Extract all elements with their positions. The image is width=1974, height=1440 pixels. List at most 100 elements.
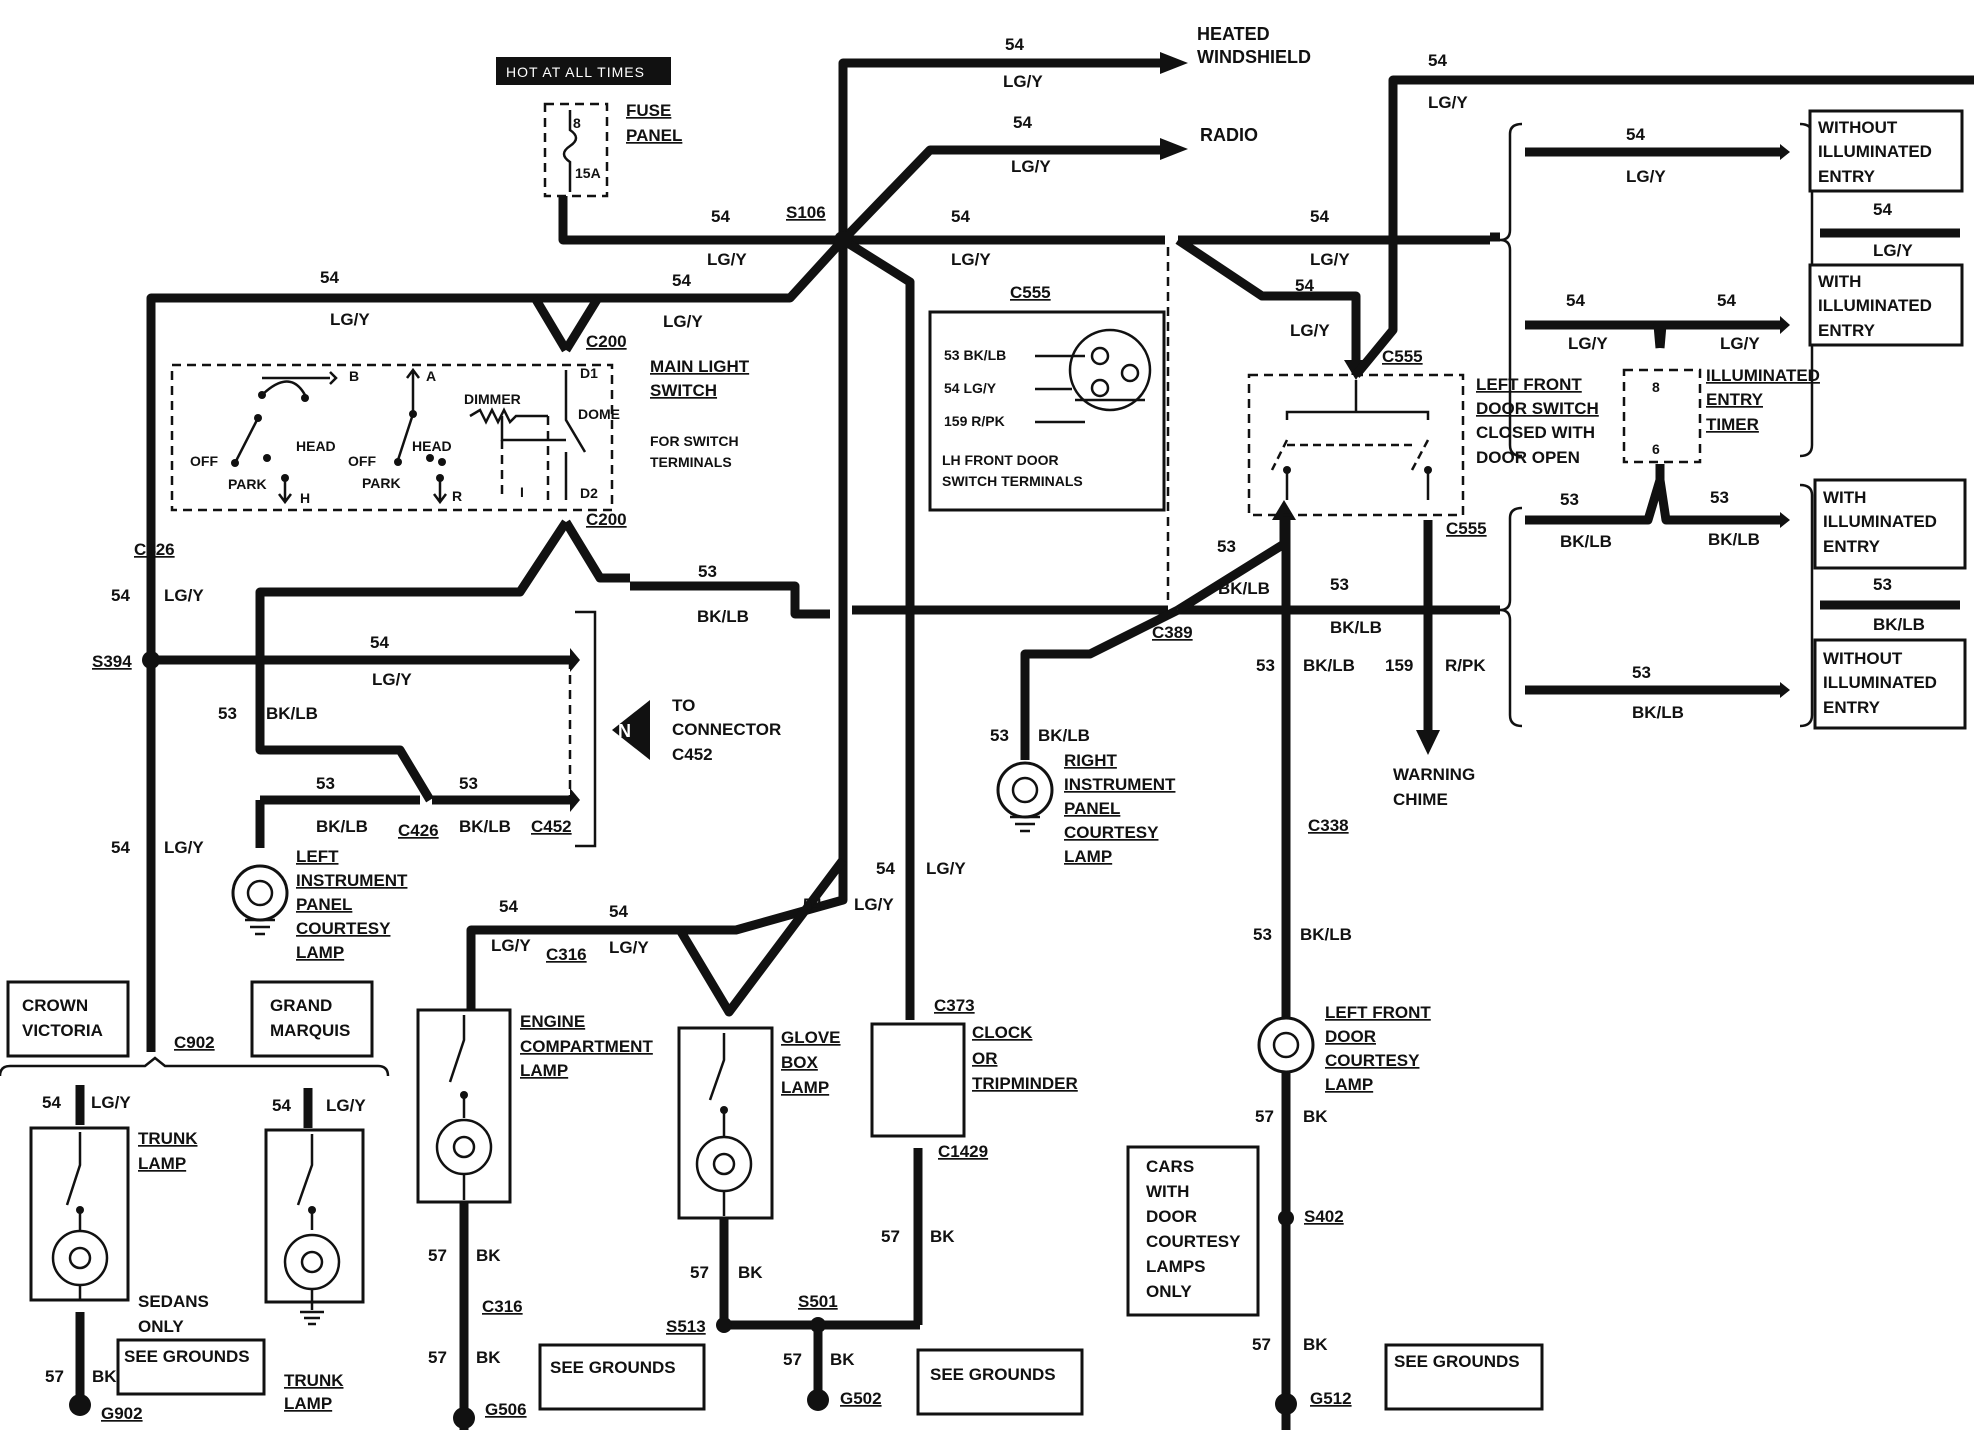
- svg-text:BK/LB: BK/LB: [1218, 579, 1270, 598]
- svg-text:BK: BK: [830, 1350, 855, 1369]
- main-light-switch: B OFF HEAD PARK H A OFF HEAD PARK R DIMM…: [170, 295, 630, 803]
- svg-text:54: 54: [1428, 51, 1447, 70]
- svg-text:54: 54: [111, 586, 130, 605]
- svg-text:57: 57: [881, 1227, 900, 1246]
- svg-text:LH FRONT DOOR: LH FRONT DOOR: [942, 452, 1059, 468]
- svg-text:57: 57: [428, 1348, 447, 1367]
- svg-text:LAMP: LAMP: [284, 1394, 332, 1413]
- svg-text:LG/Y: LG/Y: [330, 310, 370, 329]
- svg-text:N: N: [618, 721, 631, 741]
- glove-box-lamp: GLOVE BOX LAMP: [677, 1026, 920, 1330]
- svg-text:53: 53: [1710, 488, 1729, 507]
- svg-text:TRUNK: TRUNK: [284, 1371, 344, 1390]
- svg-text:S402: S402: [1304, 1207, 1344, 1226]
- ground-g502: S501 S513 57 BK G502: [666, 1292, 882, 1411]
- svg-text:BK/LB: BK/LB: [1303, 656, 1355, 675]
- svg-text:57: 57: [783, 1350, 802, 1369]
- svg-text:PANEL: PANEL: [626, 126, 682, 145]
- svg-text:C200: C200: [586, 332, 627, 351]
- svg-text:6: 6: [1652, 441, 1660, 457]
- svg-text:54: 54: [876, 859, 895, 878]
- svg-text:COURTESY: COURTESY: [296, 919, 391, 938]
- svg-text:OFF: OFF: [348, 453, 376, 469]
- svg-text:54: 54: [1717, 291, 1736, 310]
- svg-text:BK/LB: BK/LB: [316, 817, 368, 836]
- svg-text:C316: C316: [546, 945, 587, 964]
- svg-text:ONLY: ONLY: [138, 1317, 184, 1336]
- svg-text:I: I: [520, 484, 524, 500]
- svg-text:SWITCH TERMINALS: SWITCH TERMINALS: [942, 473, 1083, 489]
- svg-text:LG/Y: LG/Y: [1720, 334, 1760, 353]
- svg-text:CONNECTOR: CONNECTOR: [672, 720, 781, 739]
- svg-text:54: 54: [499, 897, 518, 916]
- svg-text:53: 53: [990, 726, 1009, 745]
- svg-text:HEAD: HEAD: [296, 438, 336, 454]
- svg-text:OFF: OFF: [190, 453, 218, 469]
- svg-text:LG/Y: LG/Y: [491, 936, 531, 955]
- svg-text:54: 54: [1005, 35, 1024, 54]
- svg-text:COURTESY: COURTESY: [1325, 1051, 1420, 1070]
- svg-text:DOOR: DOOR: [1325, 1027, 1376, 1046]
- svg-text:BK/LB: BK/LB: [697, 607, 749, 626]
- svg-text:15A: 15A: [575, 165, 601, 181]
- svg-text:LG/Y: LG/Y: [326, 1096, 366, 1115]
- svg-text:C316: C316: [482, 1297, 523, 1316]
- svg-text:BK: BK: [1303, 1107, 1328, 1126]
- svg-text:C389: C389: [1152, 623, 1193, 642]
- svg-text:VICTORIA: VICTORIA: [22, 1021, 103, 1040]
- svg-text:CLOCK: CLOCK: [972, 1023, 1033, 1042]
- svg-text:LAMP: LAMP: [781, 1078, 829, 1097]
- svg-text:159 R/PK: 159 R/PK: [944, 413, 1005, 429]
- hot-at-all-times-banner: HOT AT ALL TIMES: [496, 57, 671, 85]
- svg-text:BK: BK: [930, 1227, 955, 1246]
- svg-text:WITHOUT: WITHOUT: [1818, 118, 1898, 137]
- svg-text:PARK: PARK: [362, 475, 401, 491]
- svg-text:DOME: DOME: [578, 406, 620, 422]
- svg-text:INSTRUMENT: INSTRUMENT: [1064, 775, 1176, 794]
- svg-text:54: 54: [111, 838, 130, 857]
- splice-s106: S106: [786, 203, 826, 222]
- circuit-54-feed: [142, 52, 1974, 1052]
- engine-compartment-lamp: ENGINE COMPARTMENT LAMP: [416, 1008, 653, 1430]
- svg-text:C426: C426: [398, 821, 439, 840]
- svg-text:D1: D1: [580, 365, 598, 381]
- svg-text:C902: C902: [174, 1033, 215, 1052]
- svg-text:PANEL: PANEL: [1064, 799, 1120, 818]
- svg-text:BK: BK: [476, 1246, 501, 1265]
- svg-text:LG/Y: LG/Y: [372, 670, 412, 689]
- svg-text:DOOR OPEN: DOOR OPEN: [1476, 448, 1580, 467]
- svg-text:C452: C452: [672, 745, 713, 764]
- svg-text:TRIPMINDER: TRIPMINDER: [972, 1074, 1078, 1093]
- svg-text:54: 54: [1873, 200, 1892, 219]
- svg-text:54: 54: [42, 1093, 61, 1112]
- svg-text:COMPARTMENT: COMPARTMENT: [520, 1037, 653, 1056]
- svg-text:LEFT FRONT: LEFT FRONT: [1325, 1003, 1431, 1022]
- svg-text:LG/Y: LG/Y: [1011, 157, 1051, 176]
- svg-text:ILLUMINATED: ILLUMINATED: [1823, 512, 1937, 531]
- svg-text:SEE GROUNDS: SEE GROUNDS: [550, 1358, 676, 1377]
- svg-text:53: 53: [1873, 575, 1892, 594]
- svg-text:COURTESY: COURTESY: [1146, 1232, 1241, 1251]
- svg-text:54: 54: [1295, 276, 1314, 295]
- left-ip-courtesy-lamp: LEFT INSTRUMENT PANEL COURTESY LAMP: [231, 847, 408, 962]
- left-front-door-switch: LEFT FRONT DOOR SWITCH CLOSED WITH DOOR …: [1247, 373, 1599, 517]
- svg-text:BK/LB: BK/LB: [1038, 726, 1090, 745]
- svg-text:BK/LB: BK/LB: [1708, 530, 1760, 549]
- to-connector-label: TO: [672, 696, 695, 715]
- svg-text:LEFT: LEFT: [296, 847, 339, 866]
- svg-text:54: 54: [951, 207, 970, 226]
- svg-text:G502: G502: [840, 1389, 882, 1408]
- svg-text:INSTRUMENT: INSTRUMENT: [296, 871, 408, 890]
- svg-text:LEFT FRONT: LEFT FRONT: [1476, 375, 1582, 394]
- svg-text:DOOR SWITCH: DOOR SWITCH: [1476, 399, 1599, 418]
- cars-with-door-courtesy-note: CARS WITH DOOR COURTESY LAMPS ONLY: [1126, 1145, 1260, 1317]
- svg-text:TIMER: TIMER: [1706, 415, 1759, 434]
- svg-text:S394: S394: [92, 652, 132, 671]
- svg-text:ILLUMINATED: ILLUMINATED: [1818, 142, 1932, 161]
- svg-text:ENTRY: ENTRY: [1706, 390, 1764, 409]
- svg-text:WITH: WITH: [1818, 272, 1861, 291]
- svg-text:G512: G512: [1310, 1389, 1352, 1408]
- svg-text:FUSE: FUSE: [626, 101, 671, 120]
- svg-text:C555: C555: [1010, 283, 1051, 302]
- heated-windshield-label: HEATED: [1197, 24, 1270, 44]
